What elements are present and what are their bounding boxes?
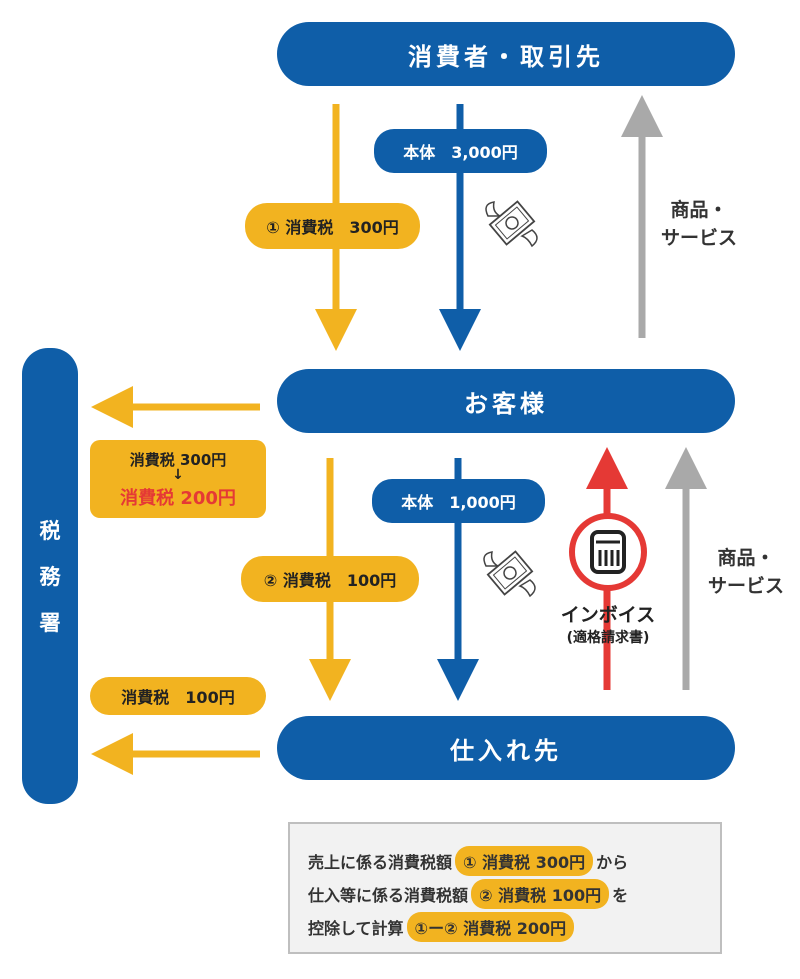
invoice-icon — [569, 513, 647, 591]
lower-goods-line-1: 商品・ — [717, 547, 775, 569]
summary-line-1-highlight: ① 消費税 300円 — [455, 846, 594, 876]
tax-payment-box: 消費税 300円 ↓ 消費税 200円 — [90, 440, 266, 518]
supplier-tax-label: 消費税 100円 — [90, 677, 266, 715]
upper-tax-label: ① 消費税 300円 — [245, 203, 420, 249]
upper-goods-line-2: サービス — [660, 227, 737, 249]
summary-line-3-highlight: ①ー② 消費税 200円 — [406, 912, 575, 942]
tax-payment-before: 消費税 300円 — [129, 450, 227, 469]
flying-money-icon — [483, 550, 536, 598]
node-customer: お客様 — [277, 369, 735, 433]
tax-office-char-3: 署 — [39, 611, 61, 635]
lower-body-label: 本体 1,000円 — [372, 479, 545, 523]
lower-goods-line-2: サービス — [707, 575, 784, 597]
node-supplier: 仕入れ先 — [277, 716, 735, 780]
summary-line-2-prefix: 仕入等に係る消費税額 — [308, 886, 469, 905]
summary-line-1: 売上に係る消費税額 ① 消費税 300円 から — [308, 846, 628, 876]
summary-line-2-highlight: ② 消費税 100円 — [471, 879, 610, 909]
upper-body-label: 本体 3,000円 — [374, 129, 547, 173]
node-consumer: 消費者・取引先 — [277, 22, 735, 86]
upper-goods-label: 商品・ サービス — [654, 196, 744, 252]
summary-line-1-suffix: から — [596, 853, 629, 872]
tax-payment-change-arrow: ↓ — [172, 466, 184, 483]
invoice-subtitle: (適格請求書) — [566, 630, 650, 646]
lower-goods-label: 商品・ サービス — [700, 544, 792, 600]
invoice-label: インボイス (適格請求書) — [548, 600, 668, 647]
summary-box: 売上に係る消費税額 ① 消費税 300円 から 仕入等に係る消費税額 ② 消費税… — [288, 822, 722, 954]
summary-line-1-prefix: 売上に係る消費税額 — [308, 853, 453, 872]
upper-goods-line-1: 商品・ — [670, 199, 728, 221]
lower-tax-label: ② 消費税 100円 — [241, 556, 419, 602]
summary-line-2: 仕入等に係る消費税額 ② 消費税 100円 を — [308, 879, 628, 909]
tax-office-char-2: 務 — [39, 565, 61, 589]
tax-office-char-1: 税 — [39, 519, 61, 543]
summary-line-3-prefix: 控除して計算 — [308, 919, 404, 938]
summary-line-2-suffix: を — [612, 886, 629, 905]
flying-money-icon — [485, 200, 538, 248]
tax-office: 税 務 署 — [22, 348, 78, 804]
summary-line-3: 控除して計算 ①ー② 消費税 200円 — [308, 912, 577, 942]
invoice-title: インボイス — [560, 604, 656, 626]
tax-payment-after: 消費税 200円 — [120, 487, 236, 509]
